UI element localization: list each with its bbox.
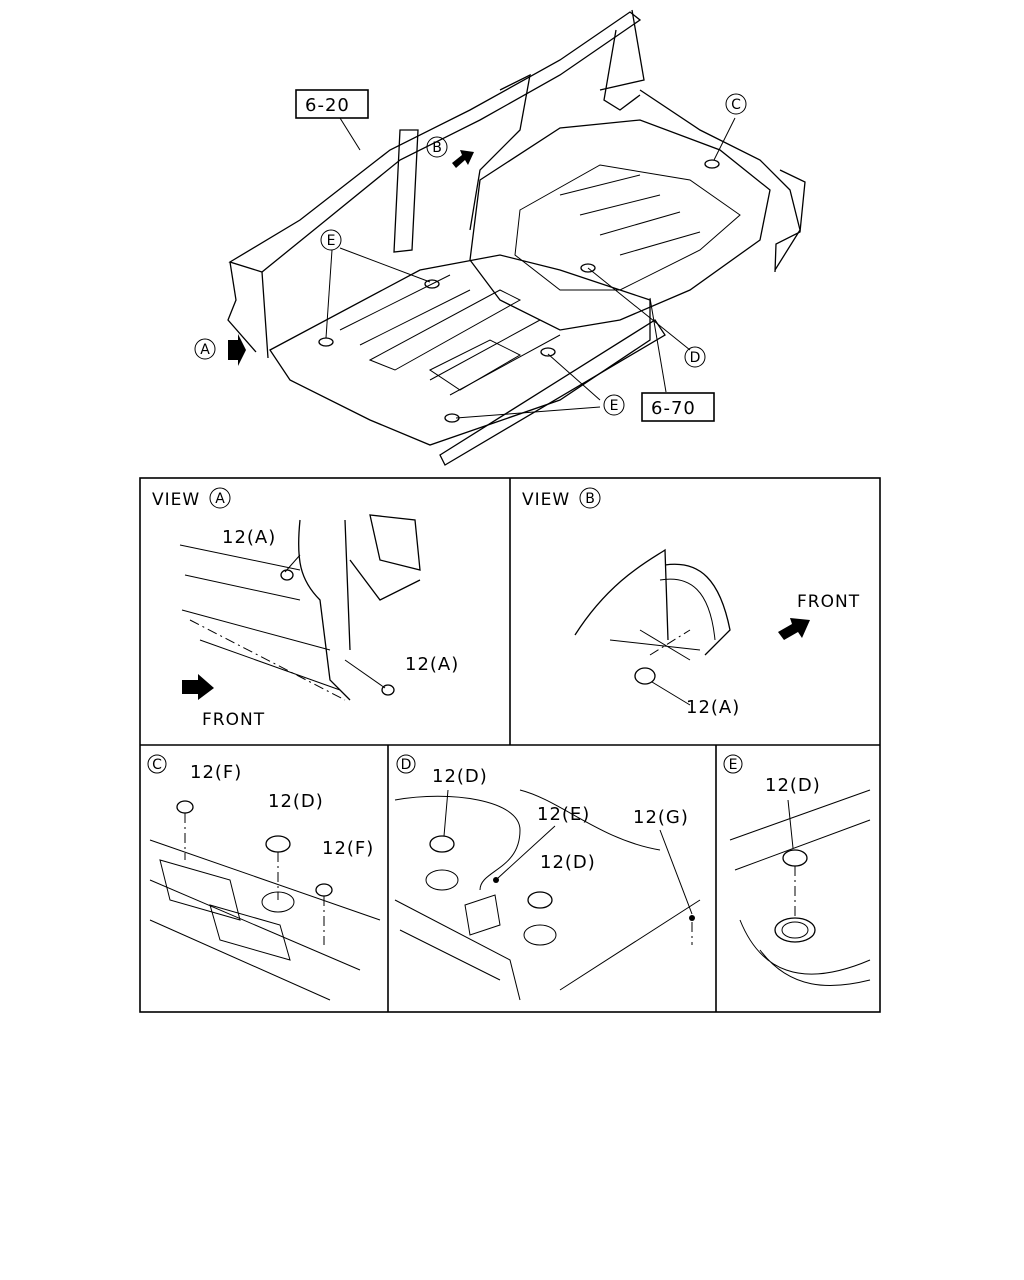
detail-frames	[139, 477, 881, 1013]
callout-b: B	[426, 136, 474, 168]
detail-d-part-d1: 12(D)	[432, 766, 488, 787]
callout-a: A	[194, 334, 246, 366]
view-b-letter: B	[585, 491, 595, 507]
ref-box-6-20	[295, 89, 369, 119]
view-a-letter: A	[215, 491, 225, 507]
svg-text:D: D	[690, 350, 701, 366]
view-a-panel: VIEW A 12(A) 12(A) FRONT	[152, 487, 459, 730]
detail-c-part-d: 12(D)	[268, 791, 324, 812]
ref-6-20-label: 6-20	[305, 95, 350, 116]
svg-text:A: A	[200, 342, 210, 358]
detail-e-part-d: 12(D)	[765, 775, 821, 796]
detail-d-letter: D	[401, 757, 412, 773]
callout-e-upper: E	[320, 229, 342, 251]
callout-d: D	[684, 346, 706, 368]
view-a-part-1: 12(A)	[222, 527, 276, 548]
front-arrow-icon	[778, 618, 810, 640]
callout-e-lower: E	[603, 394, 625, 416]
view-a-title: VIEW	[152, 490, 200, 510]
detail-c-panel: C 12(F) 12(D) 12(F)	[147, 754, 381, 1001]
svg-text:B: B	[432, 140, 442, 156]
front-arrow-icon	[182, 674, 214, 700]
detail-c-part-f1: 12(F)	[190, 762, 242, 783]
view-b-front: FRONT	[797, 592, 860, 612]
ref-box-6-70	[641, 392, 715, 422]
view-b-title: VIEW	[522, 490, 570, 510]
view-b-part: 12(A)	[686, 697, 740, 718]
ref-6-70-label: 6-70	[651, 398, 696, 419]
detail-e-letter: E	[729, 757, 738, 773]
svg-text:E: E	[327, 233, 336, 249]
detail-d-part-d2: 12(D)	[540, 852, 596, 873]
view-b-panel: VIEW B FRONT 12(A)	[522, 487, 860, 718]
svg-text:E: E	[610, 398, 619, 414]
view-a-part-2: 12(A)	[405, 654, 459, 675]
view-b-arrow-icon	[452, 150, 474, 168]
callout-c: C	[725, 93, 747, 115]
detail-c-letter: C	[152, 757, 162, 773]
detail-c-part-f2: 12(F)	[322, 838, 374, 859]
detail-d-part-e: 12(E)	[537, 804, 590, 825]
view-a-arrow-icon	[228, 334, 246, 366]
view-a-front: FRONT	[202, 710, 265, 730]
detail-d-part-g: 12(G)	[633, 807, 689, 828]
svg-text:C: C	[731, 97, 741, 113]
floor-body-illustration	[227, 9, 806, 466]
detail-e-panel: E 12(D)	[723, 754, 871, 987]
callout-leaders	[325, 117, 736, 419]
detail-d-panel: D 12(D) 12(E) 12(G) 12(D)	[394, 754, 701, 1001]
